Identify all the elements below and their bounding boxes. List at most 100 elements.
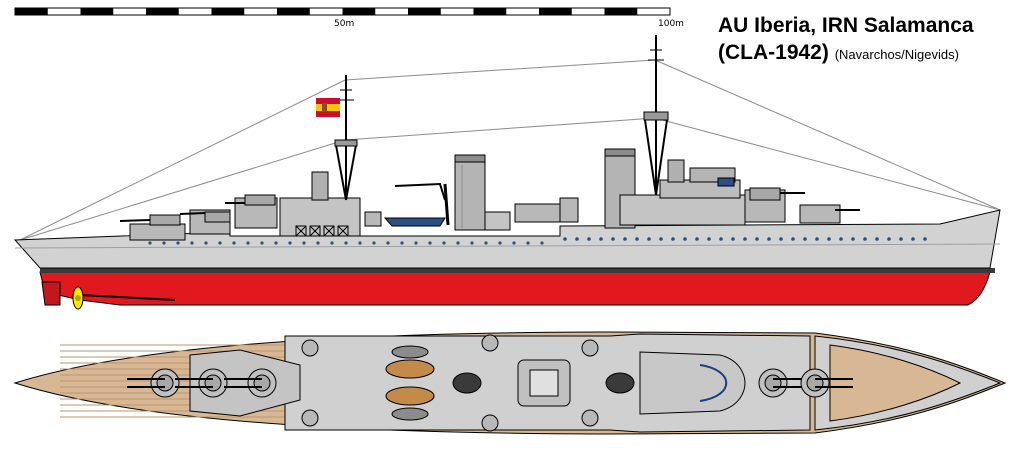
- ship-class: (CLA-1942) (Navarchos/Nigevids): [718, 41, 959, 65]
- porthole: [719, 237, 723, 241]
- porthole: [743, 237, 747, 241]
- crane: [394, 182, 450, 226]
- porthole: [863, 237, 867, 241]
- aft-superstructure-plan: [189, 349, 301, 417]
- porthole: [791, 237, 795, 241]
- boot-topping: [40, 268, 995, 273]
- midship-mounts: [514, 197, 579, 223]
- porthole: [635, 237, 639, 241]
- porthole: [288, 241, 292, 245]
- boat: [383, 217, 446, 227]
- hull-underwater: [39, 271, 991, 306]
- aft-turret-2: [179, 209, 231, 235]
- turret-barbette: [253, 374, 271, 392]
- porthole: [755, 237, 759, 241]
- scale-segment: [539, 8, 572, 15]
- porthole: [827, 237, 831, 241]
- bridge-plan: [639, 351, 746, 415]
- scale-segment: [15, 8, 48, 15]
- ship-class-label: (CLA-1942): [718, 41, 829, 64]
- secondary-mount: [581, 409, 599, 427]
- secondary-mount: [301, 409, 319, 427]
- scale-segment: [211, 8, 245, 15]
- plan-turrets: [127, 334, 853, 432]
- turret-barbette: [204, 374, 222, 392]
- porthole: [899, 237, 903, 241]
- porthole: [623, 237, 627, 241]
- porthole: [647, 237, 651, 241]
- aft-turret-1: [119, 214, 186, 241]
- side-profile: [13, 35, 1001, 310]
- plan-view: [13, 331, 1007, 435]
- rudder: [41, 281, 61, 306]
- scale-bar: [14, 7, 671, 16]
- secondary-mount: [481, 414, 499, 432]
- porthole: [176, 241, 180, 245]
- porthole: [456, 241, 460, 245]
- porthole: [190, 241, 194, 245]
- aft-turret-3: [225, 194, 278, 229]
- porthole: [599, 237, 603, 241]
- porthole: [330, 241, 334, 245]
- aft-mast: [334, 75, 358, 201]
- porthole: [875, 237, 879, 241]
- porthole: [659, 237, 663, 241]
- porthole: [540, 241, 544, 245]
- bridge-superstructure: [619, 159, 746, 226]
- scale-segment: [277, 8, 310, 15]
- scale-segment: [80, 8, 114, 15]
- porthole: [512, 241, 516, 245]
- porthole: [526, 241, 530, 245]
- porthole: [218, 241, 222, 245]
- porthole: [344, 241, 348, 245]
- secondary-mount: [301, 339, 319, 357]
- porthole: [414, 241, 418, 245]
- porthole: [671, 237, 675, 241]
- porthole: [731, 237, 735, 241]
- porthole: [815, 237, 819, 241]
- fore-mast: [643, 35, 669, 200]
- porthole: [232, 241, 236, 245]
- porthole: [611, 237, 615, 241]
- turret-barbette: [156, 374, 174, 392]
- porthole: [498, 241, 502, 245]
- scale-segment: [342, 8, 376, 15]
- porthole: [851, 237, 855, 241]
- porthole: [779, 237, 783, 241]
- porthole: [484, 241, 488, 245]
- porthole: [767, 237, 771, 241]
- porthole: [246, 241, 250, 245]
- fwd-turret-1: [744, 187, 805, 223]
- scale-segment: [146, 8, 179, 15]
- spanish-flag-icon: [316, 98, 340, 117]
- porthole: [911, 237, 915, 241]
- porthole: [148, 241, 152, 245]
- scale-label-100m: 100m: [658, 19, 684, 29]
- aft-funnel-plan: [452, 372, 482, 394]
- ship-title: AU Iberia, IRN Salamanca: [718, 14, 974, 37]
- porthole: [803, 237, 807, 241]
- porthole: [358, 241, 362, 245]
- porthole: [302, 241, 306, 245]
- turret-barbette: [806, 374, 824, 392]
- secondary-mount: [481, 334, 499, 352]
- scale-segment: [408, 8, 441, 15]
- aft-funnel: [454, 154, 486, 231]
- scale-segment: [604, 8, 638, 15]
- porthole: [204, 241, 208, 245]
- porthole: [683, 237, 687, 241]
- fwd-turret-2: [799, 204, 860, 224]
- secondary-mount: [581, 339, 599, 357]
- porthole: [575, 237, 579, 241]
- porthole: [428, 241, 432, 245]
- porthole: [386, 241, 390, 245]
- turret-barbette: [764, 374, 782, 392]
- portholes: [148, 237, 927, 245]
- porthole: [587, 237, 591, 241]
- porthole: [563, 237, 567, 241]
- aft-vents: [295, 225, 349, 237]
- porthole: [162, 241, 166, 245]
- porthole: [470, 241, 474, 245]
